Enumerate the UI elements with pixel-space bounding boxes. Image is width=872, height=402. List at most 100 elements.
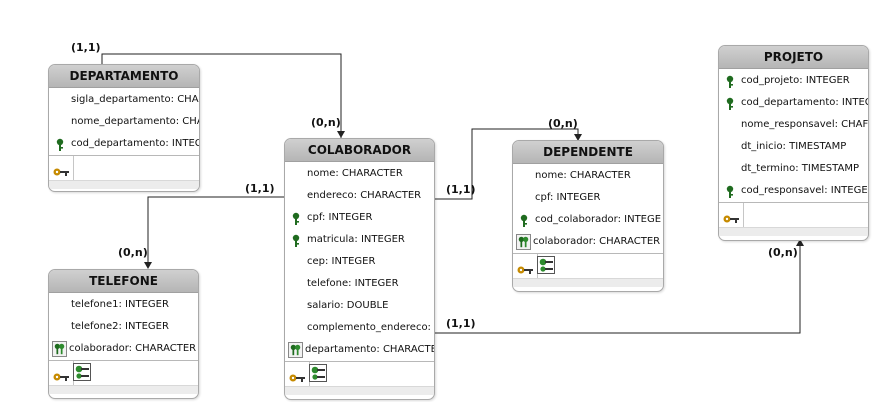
entity-projeto[interactable]: PROJETO cod_projeto: INTEGER cod_departam… bbox=[718, 45, 869, 241]
link-colaborador-telefone bbox=[147, 196, 285, 268]
attribute-label: cpf: INTEGER bbox=[535, 192, 601, 203]
arrowhead-colaborador bbox=[337, 131, 345, 138]
key-icon bbox=[292, 234, 300, 247]
key-icon bbox=[726, 97, 734, 110]
key-icon bbox=[726, 75, 734, 88]
entity-footer-strip bbox=[719, 227, 868, 236]
attribute-row[interactable]: nome_departamento: CHA bbox=[49, 111, 199, 133]
link-colaborador-projeto bbox=[433, 240, 801, 334]
cardinality-dependente-source: (1,1) bbox=[446, 183, 476, 196]
attribute-label: dt_termino: TIMESTAMP bbox=[741, 163, 859, 174]
attribute-row[interactable]: dt_inicio: TIMESTAMP bbox=[719, 136, 868, 158]
attribute-row[interactable]: telefone1: INTEGER bbox=[49, 294, 198, 316]
attribute-label: cod_departamento: INTEGE bbox=[71, 138, 199, 149]
attribute-label: salario: DOUBLE bbox=[307, 300, 389, 311]
entity-footer-strip bbox=[49, 385, 198, 394]
attribute-label: cpf: INTEGER bbox=[307, 212, 373, 223]
entity-title[interactable]: PROJETO bbox=[719, 46, 868, 69]
entity-footer-strip bbox=[513, 278, 663, 287]
attribute-label: nome: CHARACTER bbox=[307, 168, 403, 179]
cardinality-colaborador-target: (0,n) bbox=[311, 116, 341, 129]
attribute-row[interactable]: cod_departamento: INTEG bbox=[719, 92, 868, 114]
primary-key-icon[interactable] bbox=[289, 368, 305, 382]
attribute-label: endereco: CHARACTER bbox=[307, 190, 422, 201]
attribute-row[interactable]: nome: CHARACTER bbox=[285, 163, 434, 185]
attribute-row[interactable]: cep: INTEGER bbox=[285, 251, 434, 273]
attribute-row[interactable]: cod_projeto: INTEGER bbox=[719, 70, 868, 92]
cardinality-telefone-target: (0,n) bbox=[118, 246, 148, 259]
attribute-row[interactable]: cpf: INTEGER bbox=[513, 187, 663, 209]
attribute-label: nome_responsavel: CHAF bbox=[741, 119, 868, 130]
attribute-row[interactable]: colaborador: CHARACTER bbox=[49, 338, 198, 360]
attribute-row[interactable]: cod_departamento: INTEGE bbox=[49, 133, 199, 155]
cardinality-projeto-source: (1,1) bbox=[446, 317, 476, 330]
attribute-row[interactable]: colaborador: CHARACTER bbox=[513, 231, 663, 253]
foreign-key-icon[interactable] bbox=[537, 256, 555, 274]
cardinality-projeto-target: (0,n) bbox=[768, 246, 798, 259]
attribute-row[interactable]: nome: CHARACTER bbox=[513, 165, 663, 187]
attribute-row[interactable]: complemento_endereco: ( bbox=[285, 317, 434, 339]
attribute-list: nome: CHARACTER cpf: INTEGER cod_colaborad… bbox=[513, 164, 663, 254]
primary-key-icon[interactable] bbox=[53, 367, 69, 381]
attribute-list: nome: CHARACTER endereco: CHARACTER cpf: I… bbox=[285, 162, 434, 362]
attribute-list: telefone1: INTEGER telefone2: INTEGER cola… bbox=[49, 293, 198, 361]
attribute-row[interactable]: cod_colaborador: INTEGE bbox=[513, 209, 663, 231]
attribute-list: cod_projeto: INTEGER cod_departamento: IN… bbox=[719, 69, 868, 203]
attribute-row[interactable]: nome_responsavel: CHAF bbox=[719, 114, 868, 136]
foreign-key-icon bbox=[516, 234, 531, 250]
key-icon bbox=[292, 212, 300, 225]
attribute-row[interactable]: cpf: INTEGER bbox=[285, 207, 434, 229]
footer-divider bbox=[73, 156, 74, 180]
arrowhead-telefone bbox=[144, 262, 152, 269]
attribute-label: dt_inicio: TIMESTAMP bbox=[741, 141, 847, 152]
arrowhead-projeto bbox=[796, 239, 804, 246]
attribute-label: colaborador: CHARACTER bbox=[533, 236, 661, 247]
entity-footer bbox=[513, 254, 663, 278]
attribute-label: cod_projeto: INTEGER bbox=[741, 75, 850, 86]
attribute-row[interactable]: cod_responsavel: INTEGE bbox=[719, 180, 868, 202]
attribute-row[interactable]: sigla_departamento: CHAR bbox=[49, 89, 199, 111]
cardinality-telefone-source: (1,1) bbox=[245, 182, 275, 195]
footer-divider bbox=[743, 203, 744, 227]
attribute-label: departamento: CHARACTE bbox=[305, 344, 434, 355]
cardinality-dependente-target: (0,n) bbox=[548, 117, 578, 130]
entity-title[interactable]: COLABORADOR bbox=[285, 139, 434, 162]
attribute-row[interactable]: telefone: INTEGER bbox=[285, 273, 434, 295]
key-icon bbox=[56, 138, 64, 151]
entity-colaborador[interactable]: COLABORADOR nome: CHARACTER endereco: CHA… bbox=[284, 138, 435, 400]
foreign-key-icon bbox=[52, 341, 67, 357]
attribute-row[interactable]: salario: DOUBLE bbox=[285, 295, 434, 317]
attribute-label: telefone2: INTEGER bbox=[71, 321, 169, 332]
foreign-key-icon[interactable] bbox=[309, 364, 327, 382]
arrowhead-dependente bbox=[574, 134, 582, 141]
entity-title[interactable]: DEPENDENTE bbox=[513, 141, 663, 164]
entity-title[interactable]: TELEFONE bbox=[49, 270, 198, 293]
attribute-row[interactable]: dt_termino: TIMESTAMP bbox=[719, 158, 868, 180]
attribute-label: cod_colaborador: INTEGE bbox=[535, 214, 662, 225]
entity-footer bbox=[49, 361, 198, 385]
entity-footer bbox=[49, 156, 199, 180]
key-icon bbox=[520, 214, 528, 227]
key-icon bbox=[726, 185, 734, 198]
primary-key-icon[interactable] bbox=[723, 209, 739, 223]
entity-title[interactable]: DEPARTAMENTO bbox=[49, 65, 199, 88]
attribute-row[interactable]: endereco: CHARACTER bbox=[285, 185, 434, 207]
attribute-row[interactable]: departamento: CHARACTE bbox=[285, 339, 434, 361]
entity-dependente[interactable]: DEPENDENTE nome: CHARACTER cpf: INTEGER co… bbox=[512, 140, 664, 292]
attribute-row[interactable]: telefone2: INTEGER bbox=[49, 316, 198, 338]
primary-key-icon[interactable] bbox=[517, 260, 533, 274]
foreign-key-icon[interactable] bbox=[73, 363, 91, 381]
foreign-key-icon bbox=[288, 342, 303, 358]
entity-footer-strip bbox=[49, 180, 199, 189]
attribute-label: telefone: INTEGER bbox=[307, 278, 399, 289]
attribute-label: complemento_endereco: ( bbox=[307, 322, 434, 333]
entity-telefone[interactable]: TELEFONE telefone1: INTEGER telefone2: IN… bbox=[48, 269, 199, 399]
attribute-label: cod_responsavel: INTEGE bbox=[741, 185, 868, 196]
attribute-row[interactable]: matricula: INTEGER bbox=[285, 229, 434, 251]
attribute-label: matricula: INTEGER bbox=[307, 234, 405, 245]
primary-key-icon[interactable] bbox=[53, 162, 69, 176]
link-departamento-colaborador bbox=[101, 53, 342, 138]
